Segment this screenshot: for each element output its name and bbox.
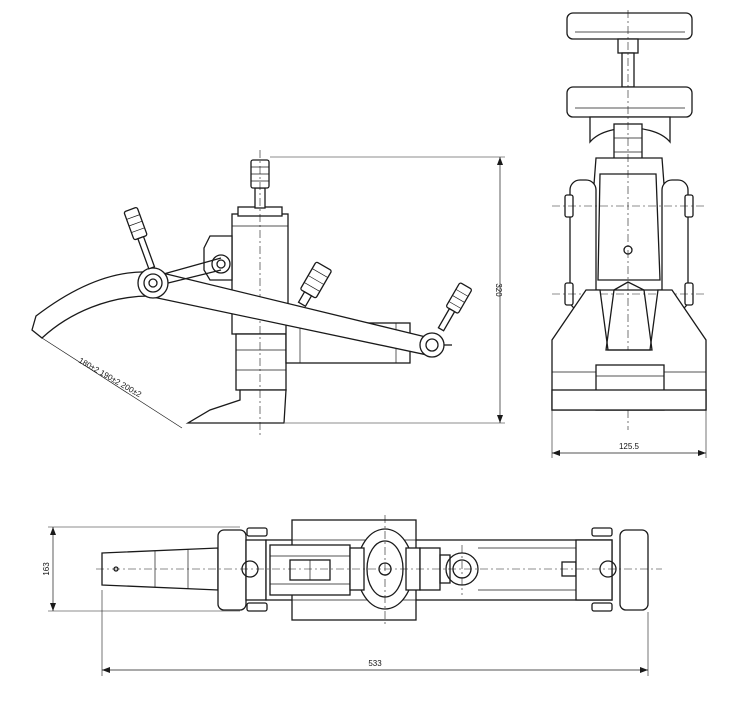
side-arm-dims: 180±2 190±2 200±2 xyxy=(77,356,143,400)
top-height-dim: 163 xyxy=(42,562,51,576)
top-length-dim: 533 xyxy=(368,659,382,668)
side-view: 320 xyxy=(31,150,505,436)
top-view: 163 xyxy=(42,515,662,676)
arm-dim-line xyxy=(41,337,183,429)
front-width-dim: 125.5 xyxy=(619,442,640,451)
front-view: 125.5 xyxy=(551,10,707,458)
side-height-dim: 320 xyxy=(494,283,503,297)
